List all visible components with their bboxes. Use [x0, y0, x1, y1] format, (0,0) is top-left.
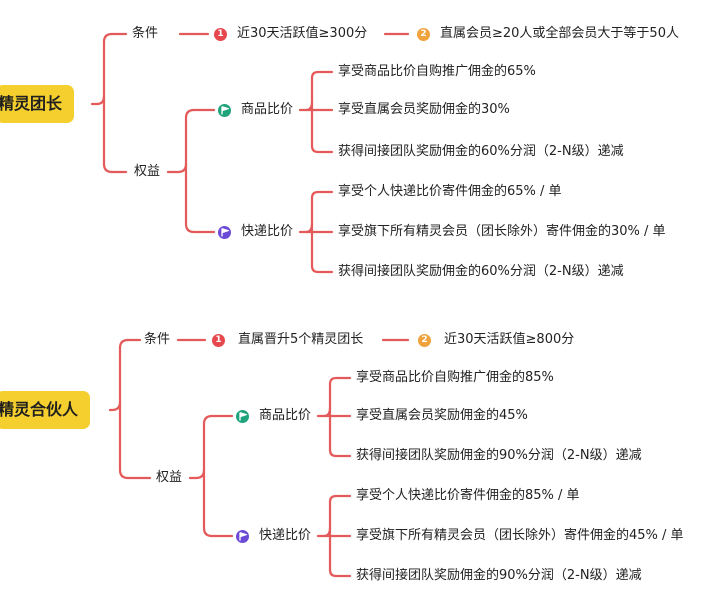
marker-2-icon: 2: [418, 334, 431, 347]
goods-item-2: 享受直属会员奖励佣金的30%: [338, 102, 510, 117]
express-compare-label: 快递比价: [241, 224, 294, 239]
condition-1: 直属晋升5个精灵团长: [238, 332, 364, 347]
flag-icon-goods: [218, 104, 231, 117]
express-item-3: 获得间接团队奖励佣金的60%分润（2-N级）递减: [338, 264, 624, 279]
benefit-label: 权益: [156, 470, 183, 485]
goods-item-3: 获得间接团队奖励佣金的60%分润（2-N级）递减: [338, 144, 624, 159]
express-item-3: 获得间接团队奖励佣金的90%分润（2-N级）递减: [356, 568, 642, 583]
express-item-1: 享受个人快递比价寄件佣金的65% / 单: [338, 184, 562, 199]
flag-icon-goods: [236, 410, 249, 423]
express-compare-label: 快递比价: [259, 528, 312, 543]
goods-item-2: 享受直属会员奖励佣金的45%: [356, 408, 528, 423]
marker-1-icon: 1: [214, 28, 227, 41]
express-item-2: 享受旗下所有精灵会员（团长除外）寄件佣金的45% / 单: [356, 528, 684, 543]
benefit-label: 权益: [134, 164, 161, 179]
goods-compare-label: 商品比价: [259, 408, 312, 423]
condition-2: 直属会员≥20人或全部会员大于等于50人: [440, 26, 679, 41]
goods-item-1: 享受商品比价自购推广佣金的85%: [356, 370, 554, 385]
root-label: 精灵团长: [0, 94, 63, 113]
marker-2-icon: 2: [417, 28, 430, 41]
root-node-partner: 精灵合伙人: [0, 391, 91, 429]
goods-compare-label: 商品比价: [241, 102, 294, 117]
condition-label: 条件: [144, 332, 171, 347]
goods-item-3: 获得间接团队奖励佣金的90%分润（2-N级）递减: [356, 448, 642, 463]
flag-icon-express: [236, 530, 249, 543]
condition-1: 近30天活跃值≥300分: [237, 26, 368, 41]
root-label: 精灵合伙人: [0, 400, 79, 419]
express-item-2: 享受旗下所有精灵会员（团长除外）寄件佣金的30% / 单: [338, 224, 666, 239]
root-node-team-leader: 精灵团长: [0, 85, 75, 123]
condition-2: 近30天活跃值≥800分: [444, 332, 575, 347]
marker-1-icon: 1: [212, 334, 225, 347]
flag-icon-express: [218, 226, 231, 239]
express-item-1: 享受个人快递比价寄件佣金的85% / 单: [356, 488, 580, 503]
condition-label: 条件: [132, 26, 159, 41]
goods-item-1: 享受商品比价自购推广佣金的65%: [338, 64, 536, 79]
